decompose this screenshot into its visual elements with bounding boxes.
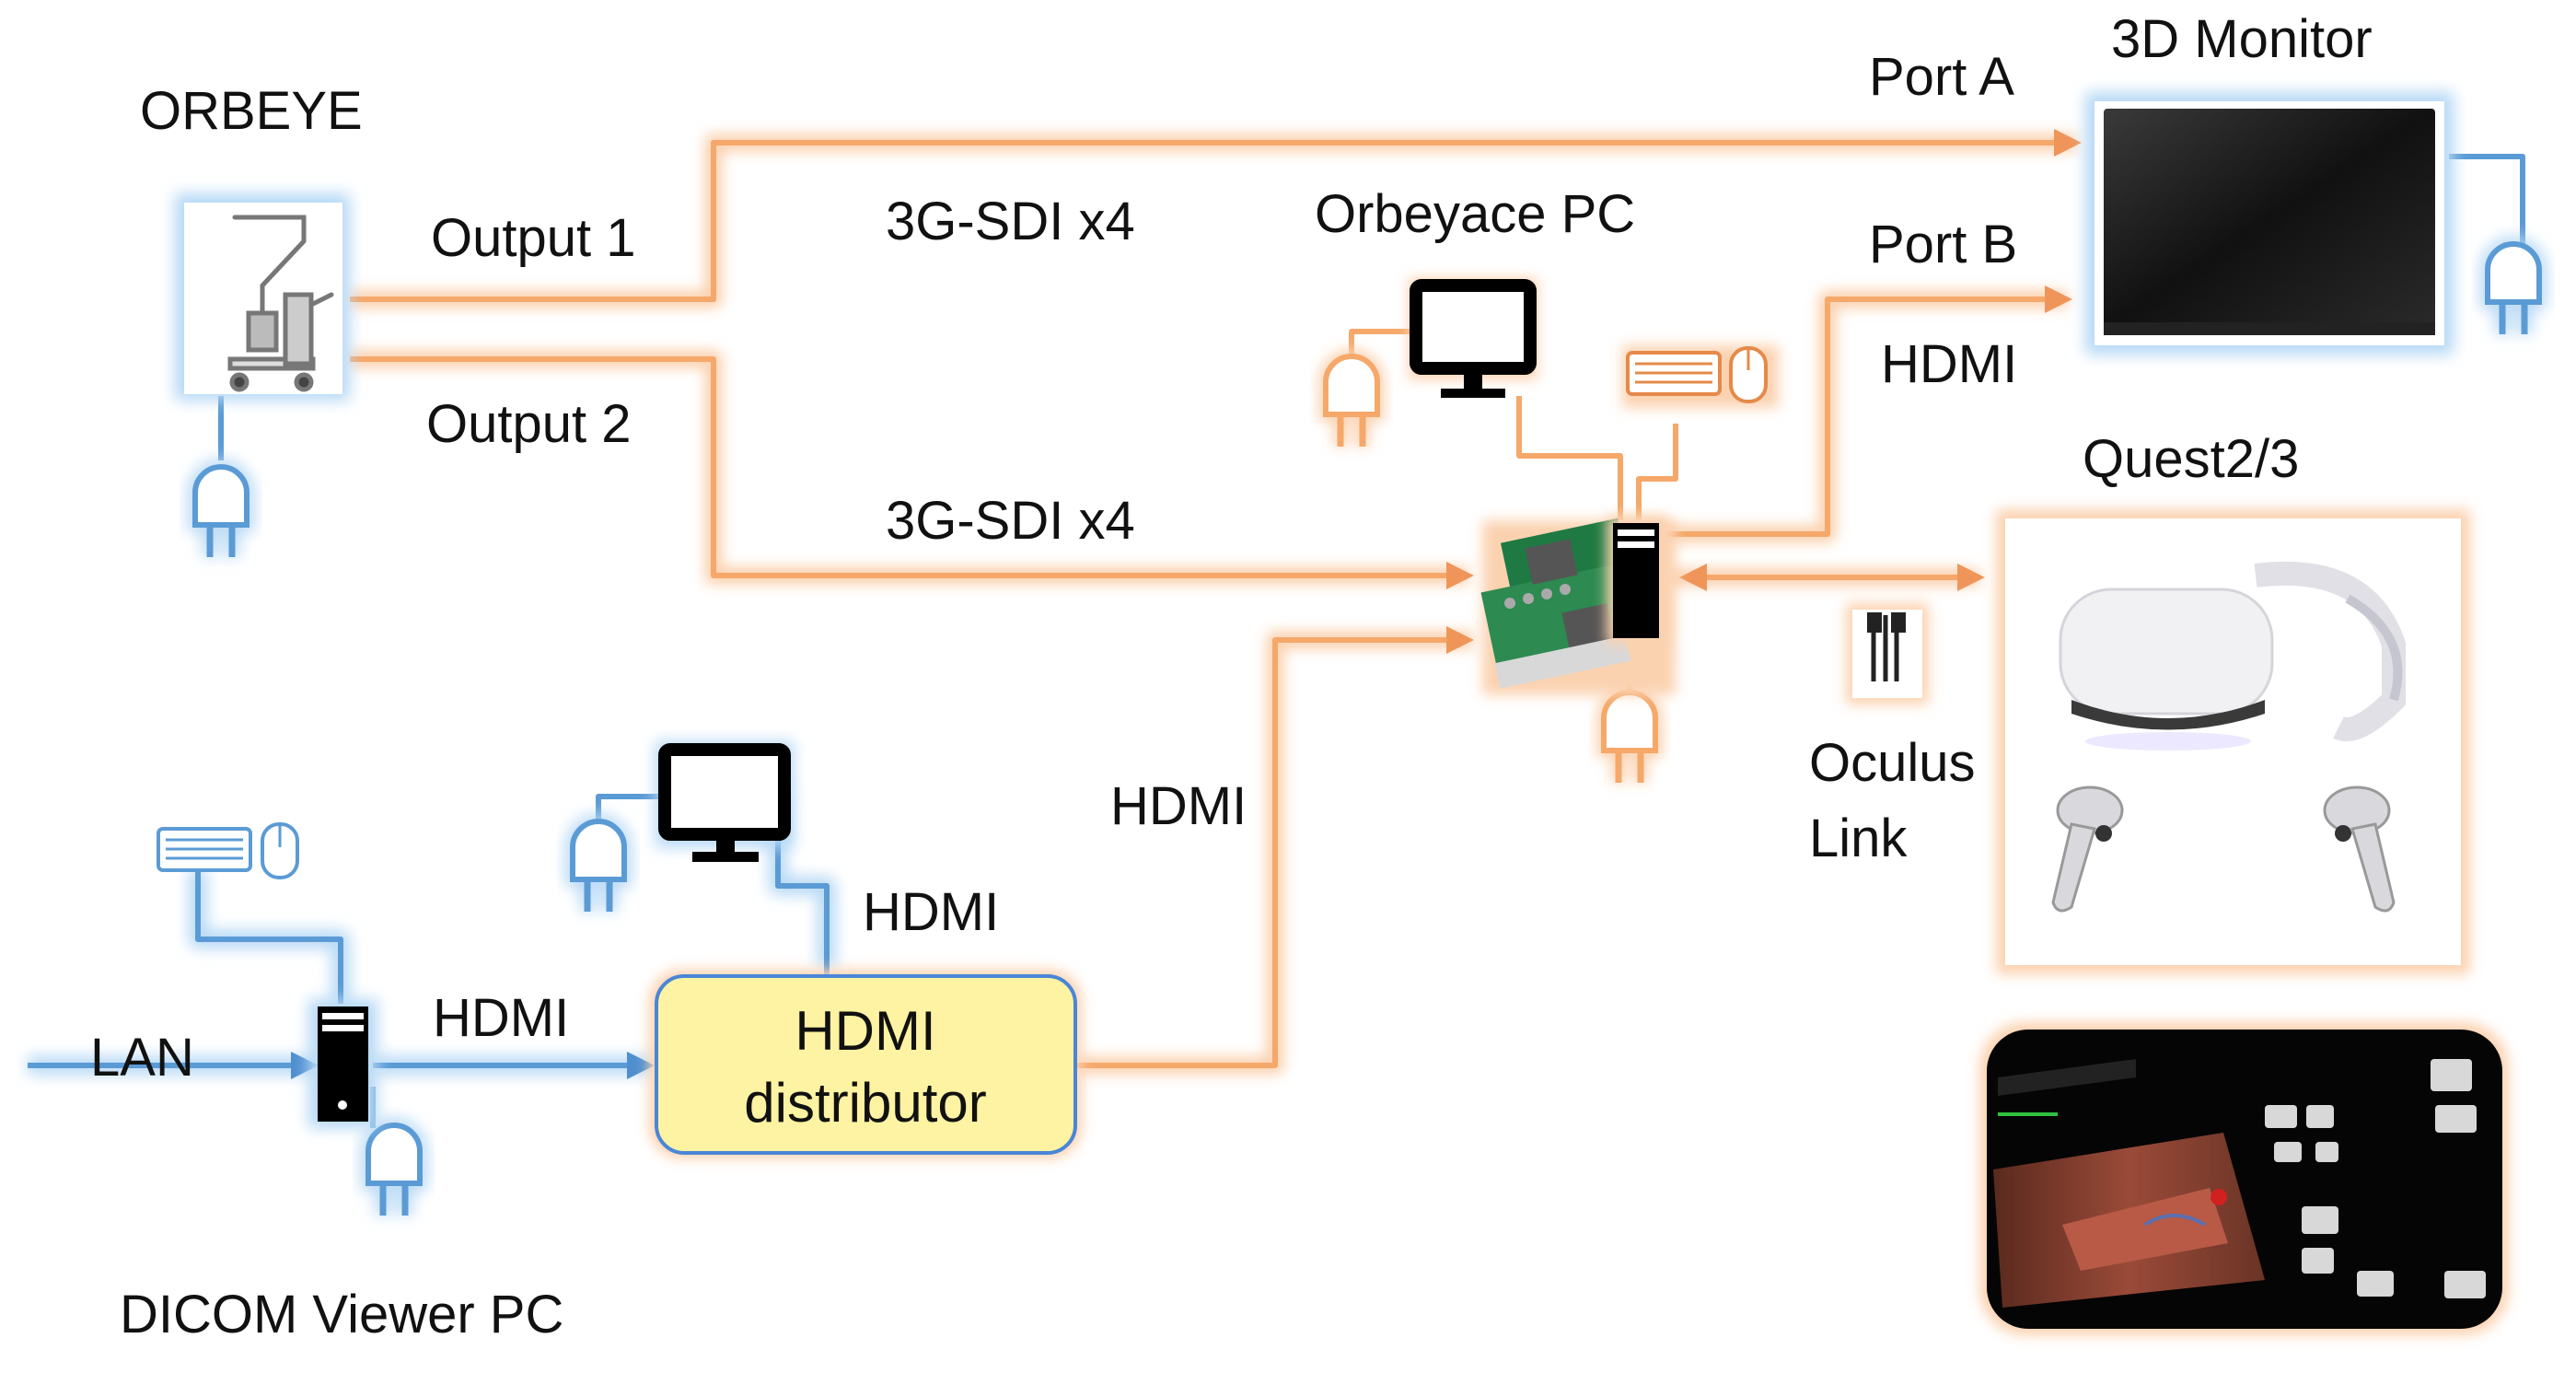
orbeyace-pc-label: Orbeyace PC <box>1315 184 1635 244</box>
orbeyace-pc <box>1409 278 1779 695</box>
sdi-top-label: 3G-SDI x4 <box>886 192 1135 251</box>
pc-tower-icon <box>1607 516 1666 645</box>
output1-cable <box>350 129 2082 302</box>
quest-headset <box>1996 509 2470 974</box>
power-plug-icon <box>361 1118 427 1216</box>
output2-label: Output 2 <box>426 394 631 454</box>
distributor-to-pc-cable <box>1077 626 1474 1068</box>
power-plug-icon <box>2480 237 2547 334</box>
keyboard-mouse-icon <box>157 822 299 879</box>
orbeye-label: ORBEYE <box>140 81 363 141</box>
power-plug-icon <box>188 460 254 557</box>
hdmi-to-pc-label: HDMI <box>1110 776 1247 836</box>
orange-connections <box>350 129 2082 1075</box>
oculus-link-label-line2: Link <box>1809 809 1908 868</box>
dicom-keyboard-cable <box>195 870 343 1004</box>
blue-connections <box>28 154 2525 1128</box>
hdmi-upper-label: HDMI <box>863 882 999 942</box>
monitor-3d-label: 3D Monitor <box>2111 9 2373 69</box>
hdmi-left-label: HDMI <box>433 988 569 1048</box>
desktop-monitor-icon <box>1409 278 1537 398</box>
hdmi-monitor-label: HDMI <box>1881 334 2017 394</box>
usb-c-cable-icon <box>1846 603 1929 704</box>
surgical-microscope-icon <box>227 215 334 392</box>
output2-cable <box>350 356 1474 589</box>
vr-headset-icon <box>2051 561 2406 913</box>
desktop-monitor-icon <box>656 741 794 862</box>
monitor-to-pc-cable <box>1516 396 1623 520</box>
quest-label: Quest2/3 <box>2083 429 2299 489</box>
port-a-label: Port A <box>1869 47 2014 107</box>
output1-label: Output 1 <box>431 208 635 268</box>
hdmi-distributor: HDMI distributor <box>649 970 1082 1158</box>
distributor-label-line2: distributor <box>744 1072 986 1134</box>
vr-screenshot-image <box>1979 1022 2509 1335</box>
plug-icons <box>188 237 2547 1216</box>
distributor-label-line1: HDMI <box>795 1000 935 1062</box>
oculus-link-label-line1: Oculus <box>1809 733 1976 793</box>
lan-label: LAN <box>90 1028 194 1088</box>
monitor-plug-cable <box>2449 154 2525 244</box>
sdi-bottom-label: 3G-SDI x4 <box>886 491 1135 551</box>
pc-tower-icon <box>308 999 377 1128</box>
orbeye-device <box>175 193 350 401</box>
keyboard-to-pc-cable <box>1636 424 1678 520</box>
dicom-pc-label: DICOM Viewer PC <box>120 1285 563 1344</box>
tv-monitor-icon <box>2104 109 2435 335</box>
power-plug-icon <box>565 814 632 912</box>
power-plug-icon <box>1318 349 1385 447</box>
port-b-cable <box>1657 285 2072 537</box>
labels: ORBEYE Output 1 Output 2 3G-SDI x4 3G-SD… <box>90 9 2373 1344</box>
dicom-viewer-pc <box>157 741 794 1128</box>
keyboard-mouse-icon <box>1622 345 1779 408</box>
port-b-label: Port B <box>1869 215 2017 274</box>
3d-monitor <box>2085 92 2454 355</box>
